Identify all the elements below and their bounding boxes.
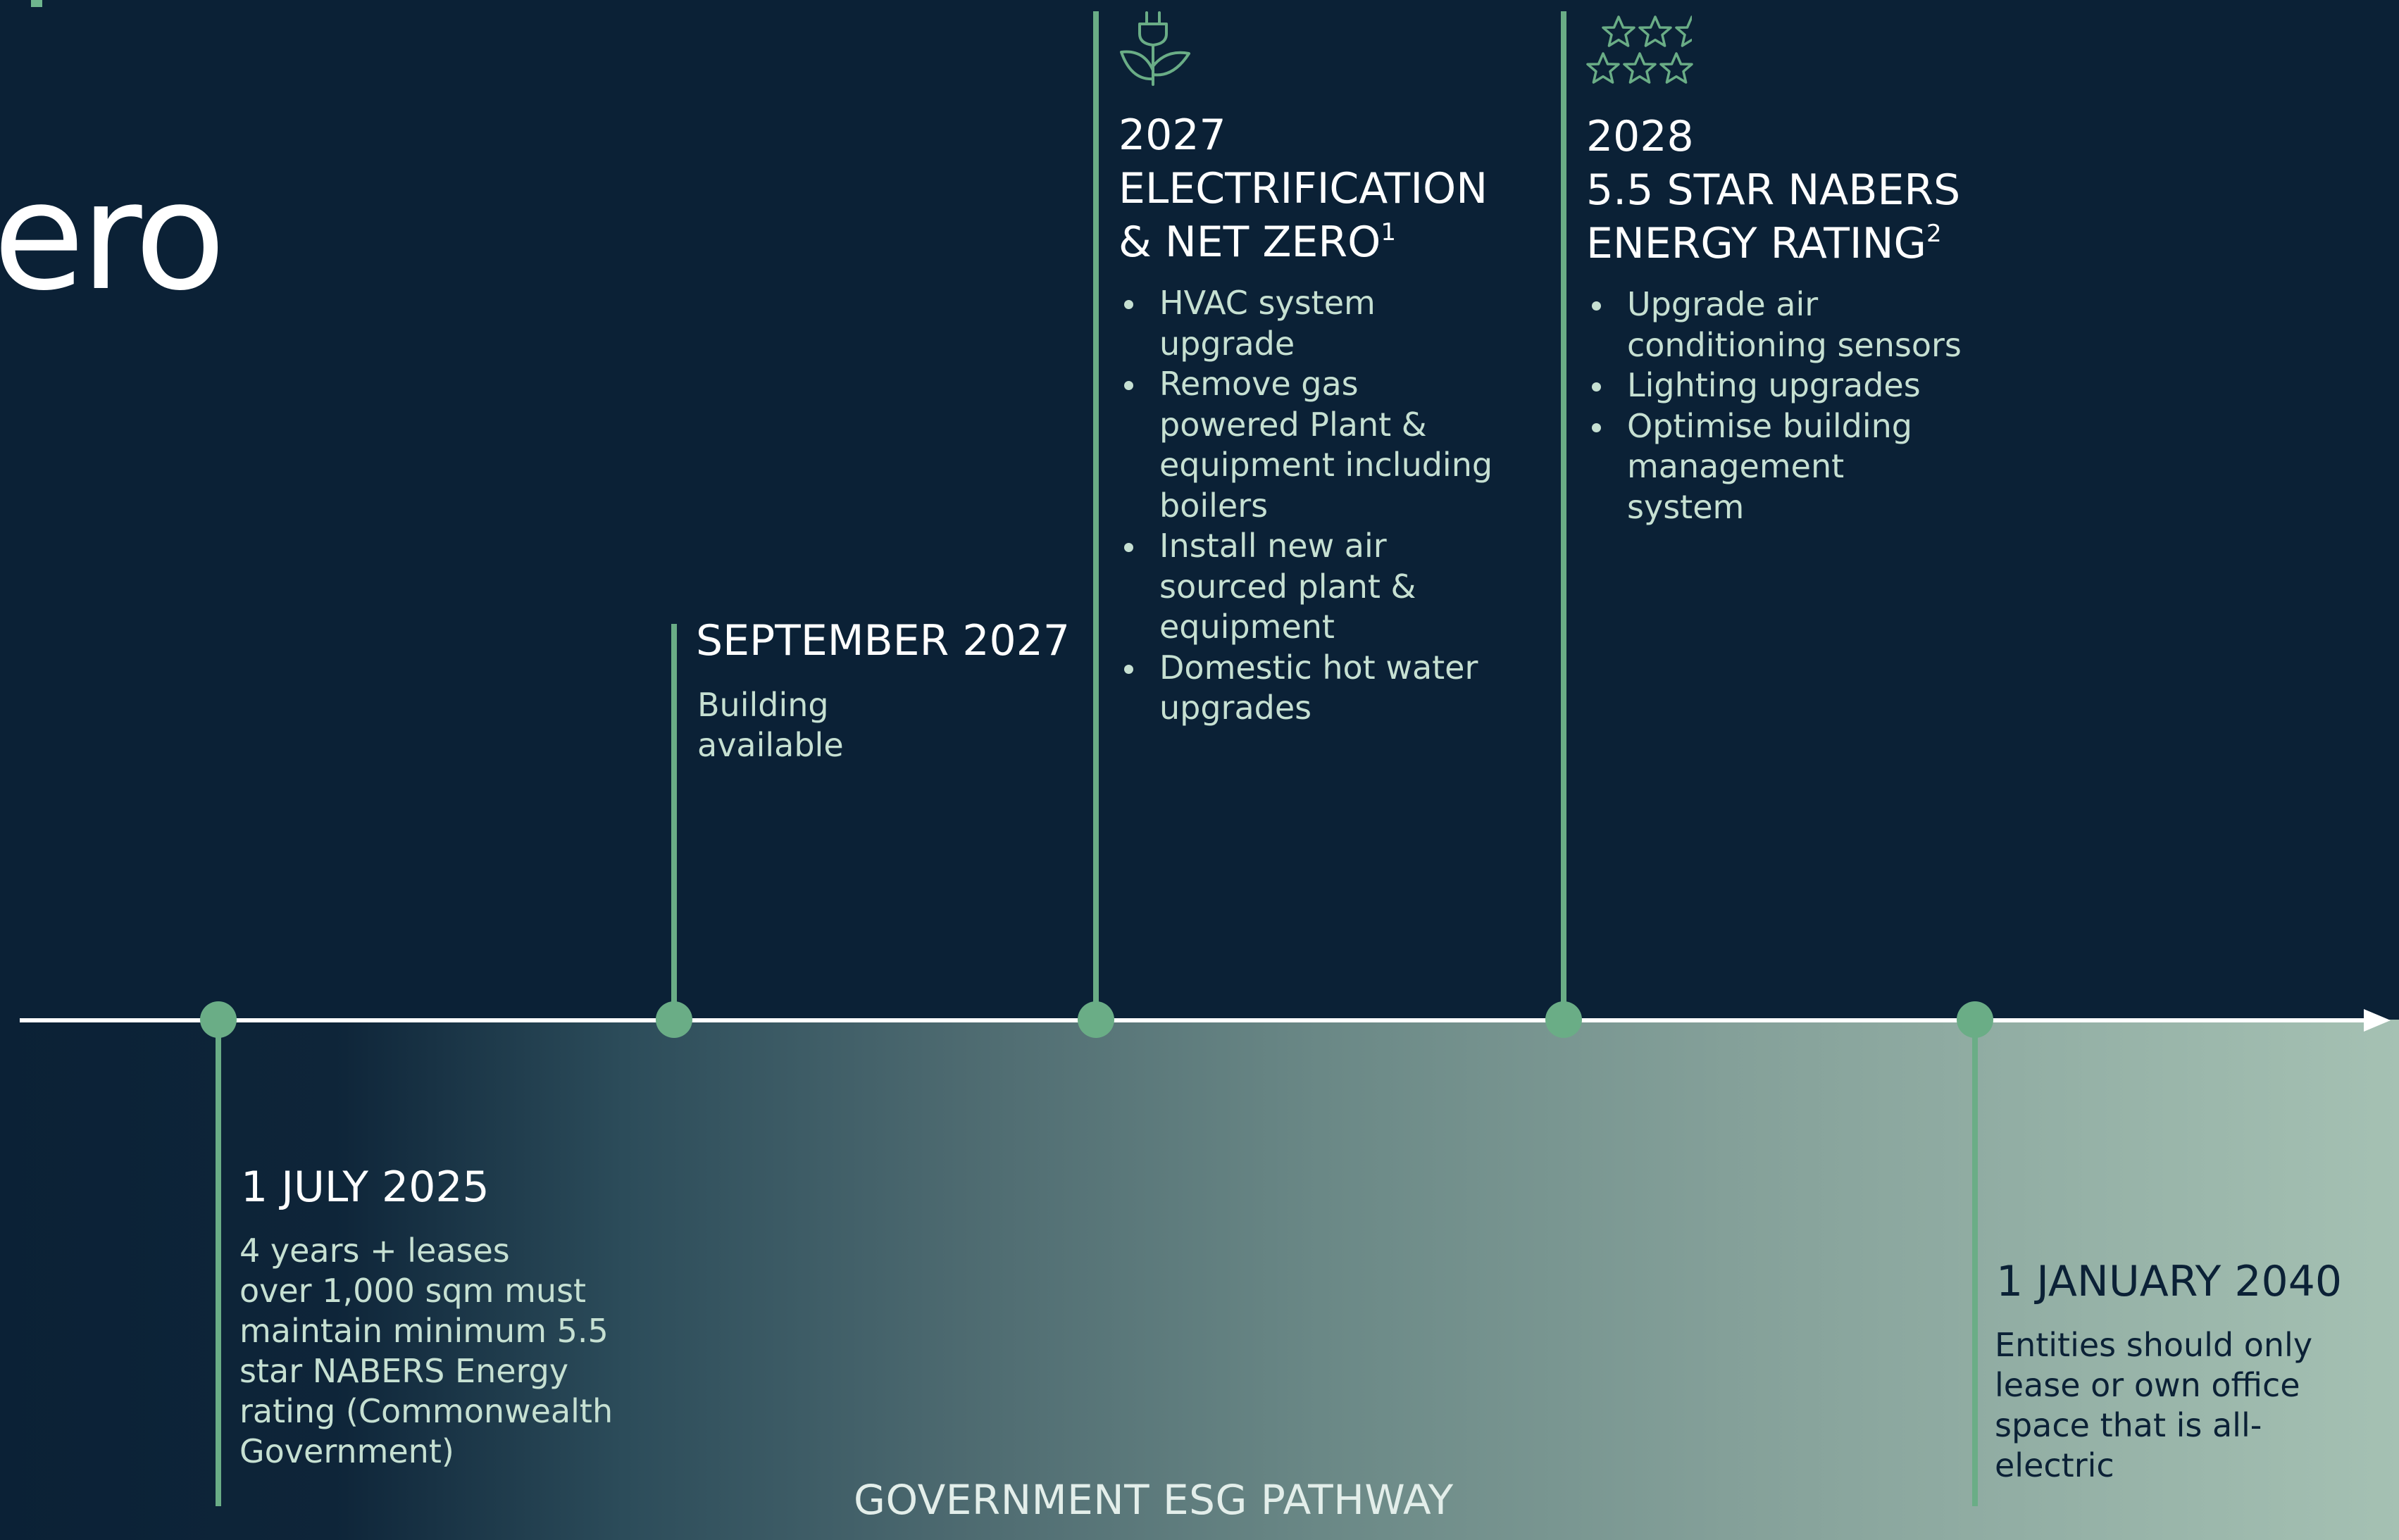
heading-line: 5.5 STAR NABERS (1586, 165, 1961, 215)
corner-accent (31, 0, 42, 7)
heading-line-text: & NET ZERO (1119, 218, 1381, 267)
heading-year: 2028 (1586, 112, 1694, 161)
heading-line: ENERGY RATING2 (1586, 217, 1960, 270)
plug-leaf-icon (1120, 11, 1190, 86)
timeline-node-jan-2040 (1957, 1001, 1993, 1038)
heading-line: & NET ZERO1 (1119, 215, 1488, 269)
pathway-label: GOVERNMENT ESG PATHWAY (854, 1476, 1454, 1524)
footnote-marker: 2 (1926, 220, 1942, 248)
milestone-heading-electrification-2027: 2027 ELECTRIFICATION & NET ZERO1 (1119, 108, 1488, 269)
milestone-heading-jan-2040: 1 JANUARY 2040 (1996, 1257, 2343, 1306)
milestone-heading-sept-2027: SEPTEMBER 2027 (696, 616, 1071, 665)
timeline-arrow-head (2364, 1009, 2391, 1032)
bullet-list-nabers-2028: Upgrade air conditioning sensors Lightin… (1588, 284, 2010, 527)
bullet-item: Upgrade air conditioning sensors (1588, 284, 2010, 365)
stem-sept-2027 (671, 624, 677, 1020)
footnote-marker: 1 (1381, 218, 1396, 246)
bullet-item: Install new air sourced plant & equipmen… (1120, 526, 1528, 648)
five-and-a-half-stars-icon (1586, 15, 1693, 84)
bullet-item: HVAC system upgrade (1120, 283, 1528, 364)
timeline-node-electrification-2027 (1078, 1001, 1114, 1038)
stem-jan-2040 (1972, 1020, 1978, 1506)
heading-year: 2027 (1119, 111, 1226, 160)
bullet-item: Lighting upgrades (1588, 365, 2010, 406)
bullet-item: Remove gas powered Plant & equipment inc… (1120, 364, 1528, 526)
milestone-text-july-2025: 4 years + leases over 1,000 sqm must mai… (239, 1232, 613, 1470)
timeline-axis (20, 1018, 2365, 1022)
milestone-heading-july-2025: 1 JULY 2025 (241, 1163, 490, 1212)
timeline-node-sept-2027 (656, 1001, 692, 1038)
timeline-node-july-2025 (200, 1001, 237, 1038)
stem-electrification-2027 (1093, 11, 1099, 1020)
milestone-text-sept-2027: Building available (697, 686, 844, 764)
bullet-item: Optimise building management system (1588, 406, 2010, 528)
bullet-item: Domestic hot water upgrades (1120, 648, 1528, 729)
bullet-list-electrification-2027: HVAC system upgrade Remove gas powered P… (1120, 283, 1528, 729)
pathway-gradient-band (0, 1020, 2399, 1540)
stem-july-2025 (216, 1020, 221, 1506)
milestone-heading-nabers-2028: 2028 5.5 STAR NABERS ENERGY RATING2 (1586, 110, 1960, 270)
timeline-node-nabers-2028 (1545, 1001, 1582, 1038)
stem-nabers-2028 (1561, 11, 1566, 1020)
heading-line-text: ENERGY RATING (1586, 219, 1926, 268)
heading-line: ELECTRIFICATION (1119, 164, 1488, 213)
milestone-text-jan-2040: Entities should only lease or own office… (1995, 1326, 2313, 1484)
partial-title: ero (0, 149, 226, 323)
